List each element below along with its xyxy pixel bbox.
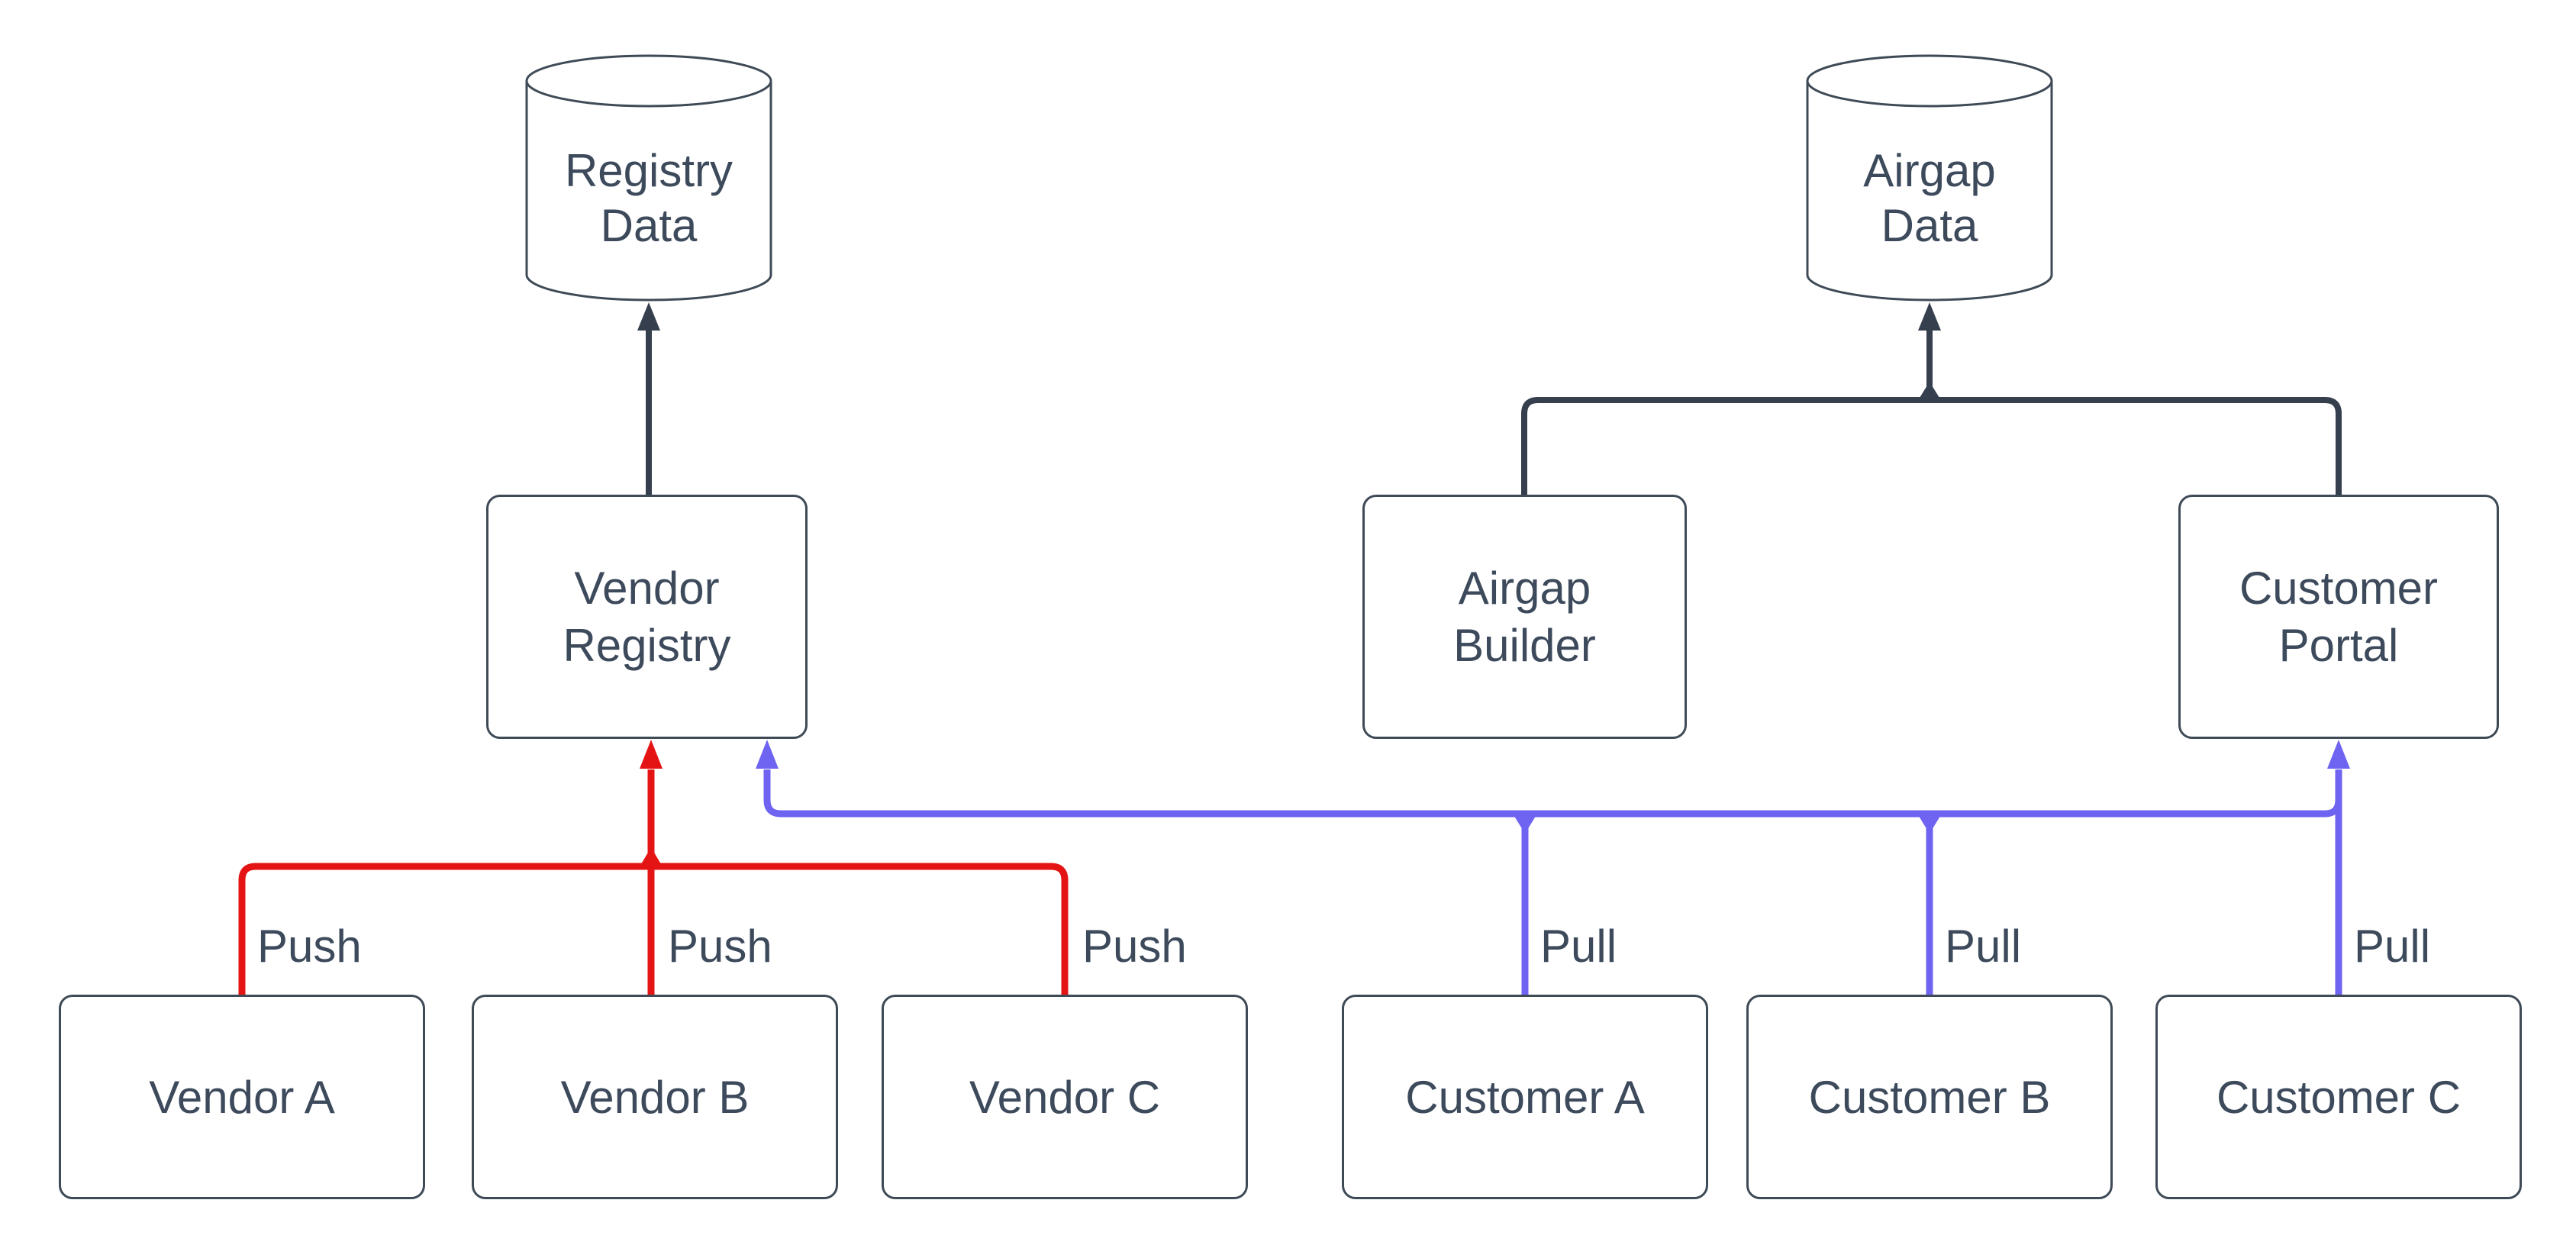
arrowhead-push-vendor-registry — [640, 740, 663, 769]
registry-data-cylinder-body — [525, 81, 772, 302]
vendor-b-node: Vendor B — [472, 995, 838, 1199]
arrowhead-pull-vendor-registry — [756, 740, 779, 769]
vendor-b-label: Vendor B — [560, 1071, 750, 1123]
push-edge-label-vendor-b: Push — [668, 921, 772, 972]
vendor-a-node: Vendor A — [59, 995, 425, 1199]
customer-b-label: Customer B — [1808, 1071, 2051, 1123]
customer-portal-label-line1: Customer — [2239, 563, 2439, 614]
registry-data-node: Registry Data — [527, 115, 771, 282]
airgap-data-label-line2: Data — [1881, 200, 1978, 251]
vendor-c-node: Vendor C — [882, 995, 1248, 1199]
airgap-builder-label-line2: Builder — [1453, 620, 1596, 671]
junction-flare-push — [639, 847, 663, 868]
airgap-data-cylinder-body — [1806, 81, 2053, 302]
junction-flare-airgap — [1917, 382, 1942, 402]
customer-portal-node: Customer Portal — [2178, 495, 2499, 739]
arrowhead-airgap-data — [1918, 302, 1941, 331]
registry-data-cylinder — [525, 54, 772, 302]
airgap-data-node: Airgap Data — [1807, 115, 2052, 282]
pull-edge-label-customer-a: Pull — [1540, 921, 1617, 972]
customer-a-label: Customer A — [1405, 1071, 1645, 1123]
edge-pull-trunk — [763, 769, 2342, 818]
junction-flare-pull-b — [1917, 814, 1942, 834]
registry-data-label-line2: Data — [600, 200, 698, 251]
customer-c-label: Customer C — [2216, 1071, 2462, 1123]
arrowhead-pull-customer-portal — [2327, 740, 2350, 769]
airgap-builder-node: Airgap Builder — [1362, 495, 1687, 739]
customer-c-node: Customer C — [2155, 995, 2522, 1199]
pull-edge-label-customer-b: Pull — [1945, 921, 2022, 972]
airgap-data-cylinder — [1806, 54, 2053, 302]
junction-flare-pull-a — [1513, 814, 1537, 834]
registry-data-cylinder-top — [525, 54, 772, 108]
vendor-registry-label-line2: Registry — [563, 620, 731, 671]
pull-edge-label-customer-c: Pull — [2354, 921, 2431, 972]
customer-portal-label-line2: Portal — [2278, 620, 2399, 671]
customer-b-node: Customer B — [1746, 995, 2113, 1199]
push-edge-label-vendor-a: Push — [257, 921, 362, 972]
airgap-builder-label-line1: Airgap — [1458, 563, 1591, 614]
vendor-c-label: Vendor C — [969, 1071, 1161, 1123]
vendor-registry-node: Vendor Registry — [486, 495, 808, 739]
edge-airgap-trunk — [1521, 397, 2342, 498]
airgap-data-cylinder-top — [1806, 54, 2053, 108]
registry-data-label-line1: Registry — [564, 145, 733, 196]
arrowhead-registry-data — [637, 302, 660, 331]
vendor-registry-label-line1: Vendor — [574, 563, 720, 614]
vendor-a-label: Vendor A — [149, 1071, 335, 1123]
airgap-data-label-line1: Airgap — [1863, 145, 1996, 196]
customer-a-node: Customer A — [1342, 995, 1708, 1199]
push-edge-label-vendor-c: Push — [1082, 921, 1187, 972]
